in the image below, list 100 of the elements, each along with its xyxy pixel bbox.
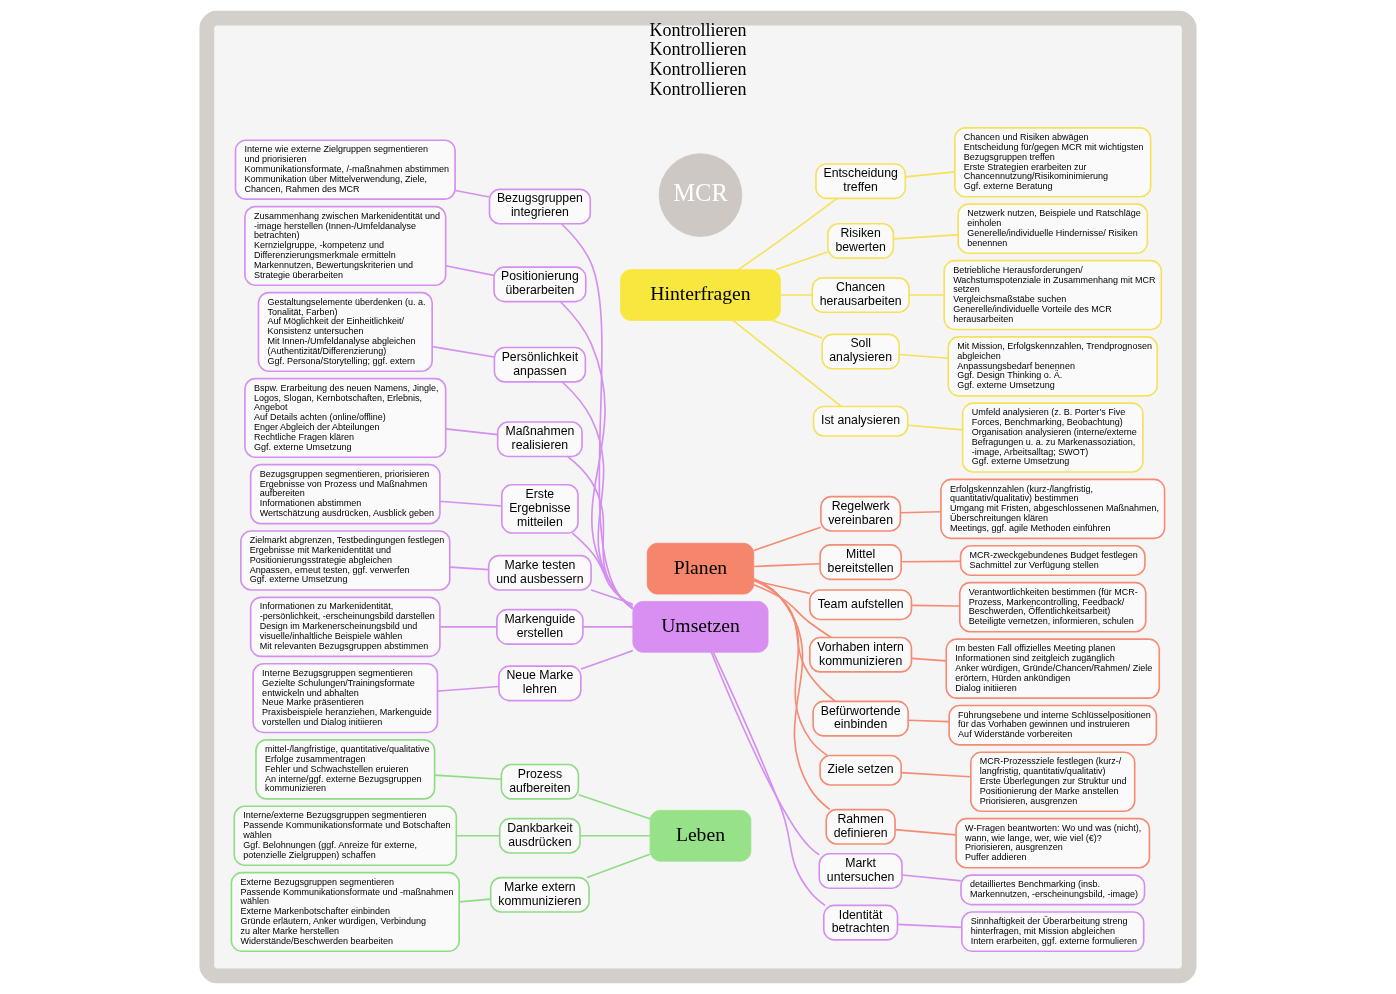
connector	[579, 834, 651, 837]
node-box: Sinnhaftigkeit der Überarbeitung streng hinterfragen, mit Mission abgleichen Intern erarbeiten, ggf. externe formulieren	[961, 911, 1145, 953]
connector	[753, 526, 822, 552]
node-box: Interne/externe Bezugsgruppen segmentieren Passende Kommunikationsformate und Botschaften wählen Ggf. Belohnungen (ggf. Anreize für externe, potenzielle Zielgruppen) schaffen	[233, 805, 458, 867]
connector	[901, 874, 962, 882]
node-box: Entscheidung treffen	[815, 163, 907, 200]
node-box: Soll analysieren	[821, 333, 900, 370]
node-box: Führungsebene und interne Schlüsselpositionen für das Vorhaben gewinnen und instruieren Auf Widerstände vorbereiten	[948, 704, 1158, 746]
node-box: Markt untersuchen	[818, 852, 903, 890]
connector	[753, 578, 831, 811]
node-box: Netzwerk nutzen, Beispiele und Ratschläge einholen Generelle/individuelle Hindernisse/ Risiken benennen	[957, 203, 1149, 255]
connector	[431, 345, 495, 358]
connector	[590, 589, 634, 605]
connector	[910, 604, 961, 607]
node-box: Chancen und Risiken abwägen Entscheidung für/gegen MCR mit wichtigsten Bezugsgruppen treffen Erste Strategien erarbeiten zur Chancennutzung/Risikominimierung Ggf. externe Beratung	[954, 127, 1152, 198]
connector	[560, 223, 634, 610]
connector	[753, 579, 836, 703]
node-box: Zusammenhang zwischen Markenidentität und -image herstellen (Innen-/Umfeldanalyse betrachten) Kernzielgruppe, -kompetenz und Differenzierungsmerkmale ermitteln Markennutzen, Bewertungskriterien und Strategie überarbeiten	[244, 205, 447, 287]
node-box: Interne Bezugsgruppen segmentieren Gezielte Schulungen/Trainingsformate entwickeln und abhalten Neue Marke präsentieren Praxisbeispiele heranziehen, Markenguide vorstellen und Dialog initiieren	[252, 662, 439, 734]
node-box: Umfeld analysieren (z. B. Porter’s Five Forces, Benchmarking, Beobachtung) Organisation analysieren (interne/externe Befragungen u. a. zu Markenassoziation, -image, Arbeitsalltag; SWOT) Ggf. externe Umsetzung	[961, 402, 1144, 473]
node-box: Befürwortende einbinden	[812, 700, 909, 737]
connector	[771, 319, 823, 339]
node-box: Informationen zu Markenidentität, -persönlichkeit, -erscheinungsbild darstellen Design im Markenerscheinungsbild und visuelle/inhaltliche Beispiele wählen Mit relevanten Bezugsgruppen abstimmen	[249, 596, 441, 658]
connector	[900, 771, 972, 778]
connector	[454, 189, 491, 198]
node-box: Erste Ergebnisse mitteilen	[500, 483, 579, 534]
node-box: Ist analysieren	[812, 405, 909, 437]
node-box: Identität betrachten	[822, 904, 899, 941]
connector	[910, 657, 947, 662]
node-box: Dankbarkeit ausdrücken	[498, 817, 581, 854]
connector	[892, 233, 959, 240]
node-box: Marke extern kommunizieren	[489, 876, 590, 913]
node-box: Interne wie externe Zielgruppen segmentieren und priorisieren Kommunikationsformate, /-maßnahmen abstimmen Kommunikation über Mittelverwendung, Ziele, Chancen, Rahmen des MCR	[234, 139, 456, 200]
connector	[566, 455, 634, 609]
connector	[896, 923, 963, 929]
node-box: Erfolgskennzahlen (kurz-/langfristig, quantitativ/qualitativ) bestimmen Umgang mit Fristen, abgeschlossenen Maßnahmen, Überschreitungen klären Meetings, ggf. agile Methoden einführen	[940, 478, 1166, 540]
connector	[732, 319, 842, 408]
node-box: Mittel bereitstellen	[819, 544, 902, 581]
node-box: Maßnahmen realisieren	[496, 421, 583, 458]
connector	[580, 649, 634, 670]
connector	[577, 793, 651, 820]
connector	[712, 651, 826, 907]
node-box: Markenguide erstellen	[496, 608, 584, 645]
node-box: Im besten Fall offizielles Meeting planen Informationen sind zeitgleich zugänglich Anker würdigen, Gründe/Chancen/Rahmen/ Ziele erörtern, Hürden ankündigen Dialog initiieren	[945, 638, 1161, 699]
node-box: Zielmarkt abgrenzen, Testbedingungen festlegen Ergebnisse mit Markenidentität und Positionierungsstrategie abgleichen Anpassen, erneut testen, ggf. verwerfen Ggf. externe Umsetzung	[240, 530, 451, 591]
node-box: Prozess aufbereiten	[500, 763, 580, 800]
node-box: Team aufstellen	[809, 589, 913, 621]
connector	[458, 898, 492, 903]
connector	[752, 583, 833, 639]
node-box: W-Fragen beantworten: Wo und was (nicht), wann, wie lange, wer, wie viel (€)? Priorisieren, ausgrenzen Puffer addieren	[955, 817, 1151, 869]
node-box: MCR-Prozessziele festlegen (kurz-/ langfristig, quantitativ/qualitativ) Erste Überlegungen zur Struktur und Positionierung der Marke anstellen Priorisieren, ausgrenzen	[970, 751, 1136, 813]
node-box: Rahmen definieren	[825, 808, 896, 845]
node-box: Planen	[646, 542, 755, 595]
node-box: Umsetzen	[632, 601, 769, 653]
connector	[444, 428, 499, 436]
connector	[898, 353, 949, 360]
connector	[753, 562, 821, 568]
connector	[436, 685, 500, 692]
node-box: Bspw. Erarbeitung des neuen Namens, Jingle, Logos, Slogan, Kernbotschaften, Erlebnis, Angebot Auf Details achten (online/offline) Enger Abgleich der Abteilungen Rechtliche Fragen klären Ggf. externe Umsetzung	[244, 377, 447, 459]
node-box: Verantwortlichkeiten bestimmen (für MCR-Prozess, Markencontrolling, Feedback/ Beschwerden, Öffentlichkeitsarbeit) Beteiligte vernetzen, informieren, schulen	[958, 581, 1147, 633]
connector	[775, 251, 829, 271]
node-box: detailliertes Benchmarking (insb. Markennutzen, -erscheinungsbild, -image)	[960, 874, 1146, 906]
connector	[907, 719, 950, 723]
node-box: mittel-/langfristige, quantitative/qualitative Erfolge zusammentragen Fehler und Schwachstellen eruieren An interne/ggf. externe Bezugsgruppen kommunizieren	[255, 739, 436, 800]
node-box: Marke testen und ausbessern	[487, 554, 592, 591]
connector	[894, 828, 957, 836]
connector	[439, 626, 498, 628]
node-box: Regelwerk vereinbaren	[820, 495, 902, 532]
connector	[433, 774, 502, 781]
connector	[753, 579, 811, 595]
connector	[779, 294, 814, 296]
node-circle: MCR	[658, 153, 743, 237]
node-box: Mit Mission, Erfolgskennzahlen, Trendprognosen abgleichen Anpassungsbedarf benennen Ggf. Design Thinking o. Ä. Ggf. externe Umsetzung	[947, 336, 1159, 397]
connector	[899, 510, 942, 514]
connector	[710, 651, 821, 856]
node-box: Bezugsgruppen integrieren	[488, 188, 592, 225]
node-box: Gestaltungselemente überdenken (u. a. Tonalität, Farben) Auf Möglichkeit der Einheitlichkeit/ Konsistenz untersuchen Mit Innen-/Umfeldanalyse abgleichen (Authentizität/Differenzierung) Ggf. Persona/Storytelling; ggf. extern	[257, 291, 433, 373]
connector	[571, 532, 634, 607]
node-box: Neue Marke lehren	[498, 665, 582, 702]
connector	[753, 578, 829, 757]
connector	[561, 381, 634, 610]
node-box: Risiken bewerten	[827, 222, 895, 259]
connector	[559, 300, 634, 610]
node-box: Vorhaben intern kommunizieren	[809, 636, 913, 673]
node-box: Externe Bezugsgruppen segmentieren Passende Kommunikationsformate und -maßnahmen wählen Externe Markenbotschafter einbinden Gründe erläutern, Anker würdigen, Verbindung zu alter Marke herstellen Widerstände/Beschwerden bearbeiten	[230, 871, 460, 953]
node-box: Persönlichkeit anpassen	[493, 346, 587, 383]
node-box: Hinterfragen	[620, 269, 781, 321]
connector	[444, 264, 495, 277]
connector	[904, 171, 956, 178]
node-box: Betriebliche Herausforderungen/ Wachstumspotenziale in Zusammenhang mit MCR setzen Vergleichsmaßstäbe suchen Generelle/individuelle Vorteile des MCR herausarbeiten	[943, 259, 1163, 331]
node-box: Positionierung überarbeiten	[493, 266, 587, 303]
connector	[582, 626, 634, 628]
connector	[455, 834, 501, 837]
connector	[908, 294, 945, 296]
connector	[439, 500, 503, 507]
connector	[737, 197, 838, 271]
connector	[449, 566, 490, 571]
connector	[907, 424, 964, 431]
node-box: Bezugsgruppen segmentieren, priorisieren Ergebnisse von Prozess und Maßnahmen aufbereiten Informationen abstimmen Wertschätzung ausdrücken, Ausblick geben	[249, 463, 441, 525]
node-box: MCR-zweckgebundenes Budget festlegen Sachmittel zur Verfügung stellen	[959, 544, 1146, 577]
